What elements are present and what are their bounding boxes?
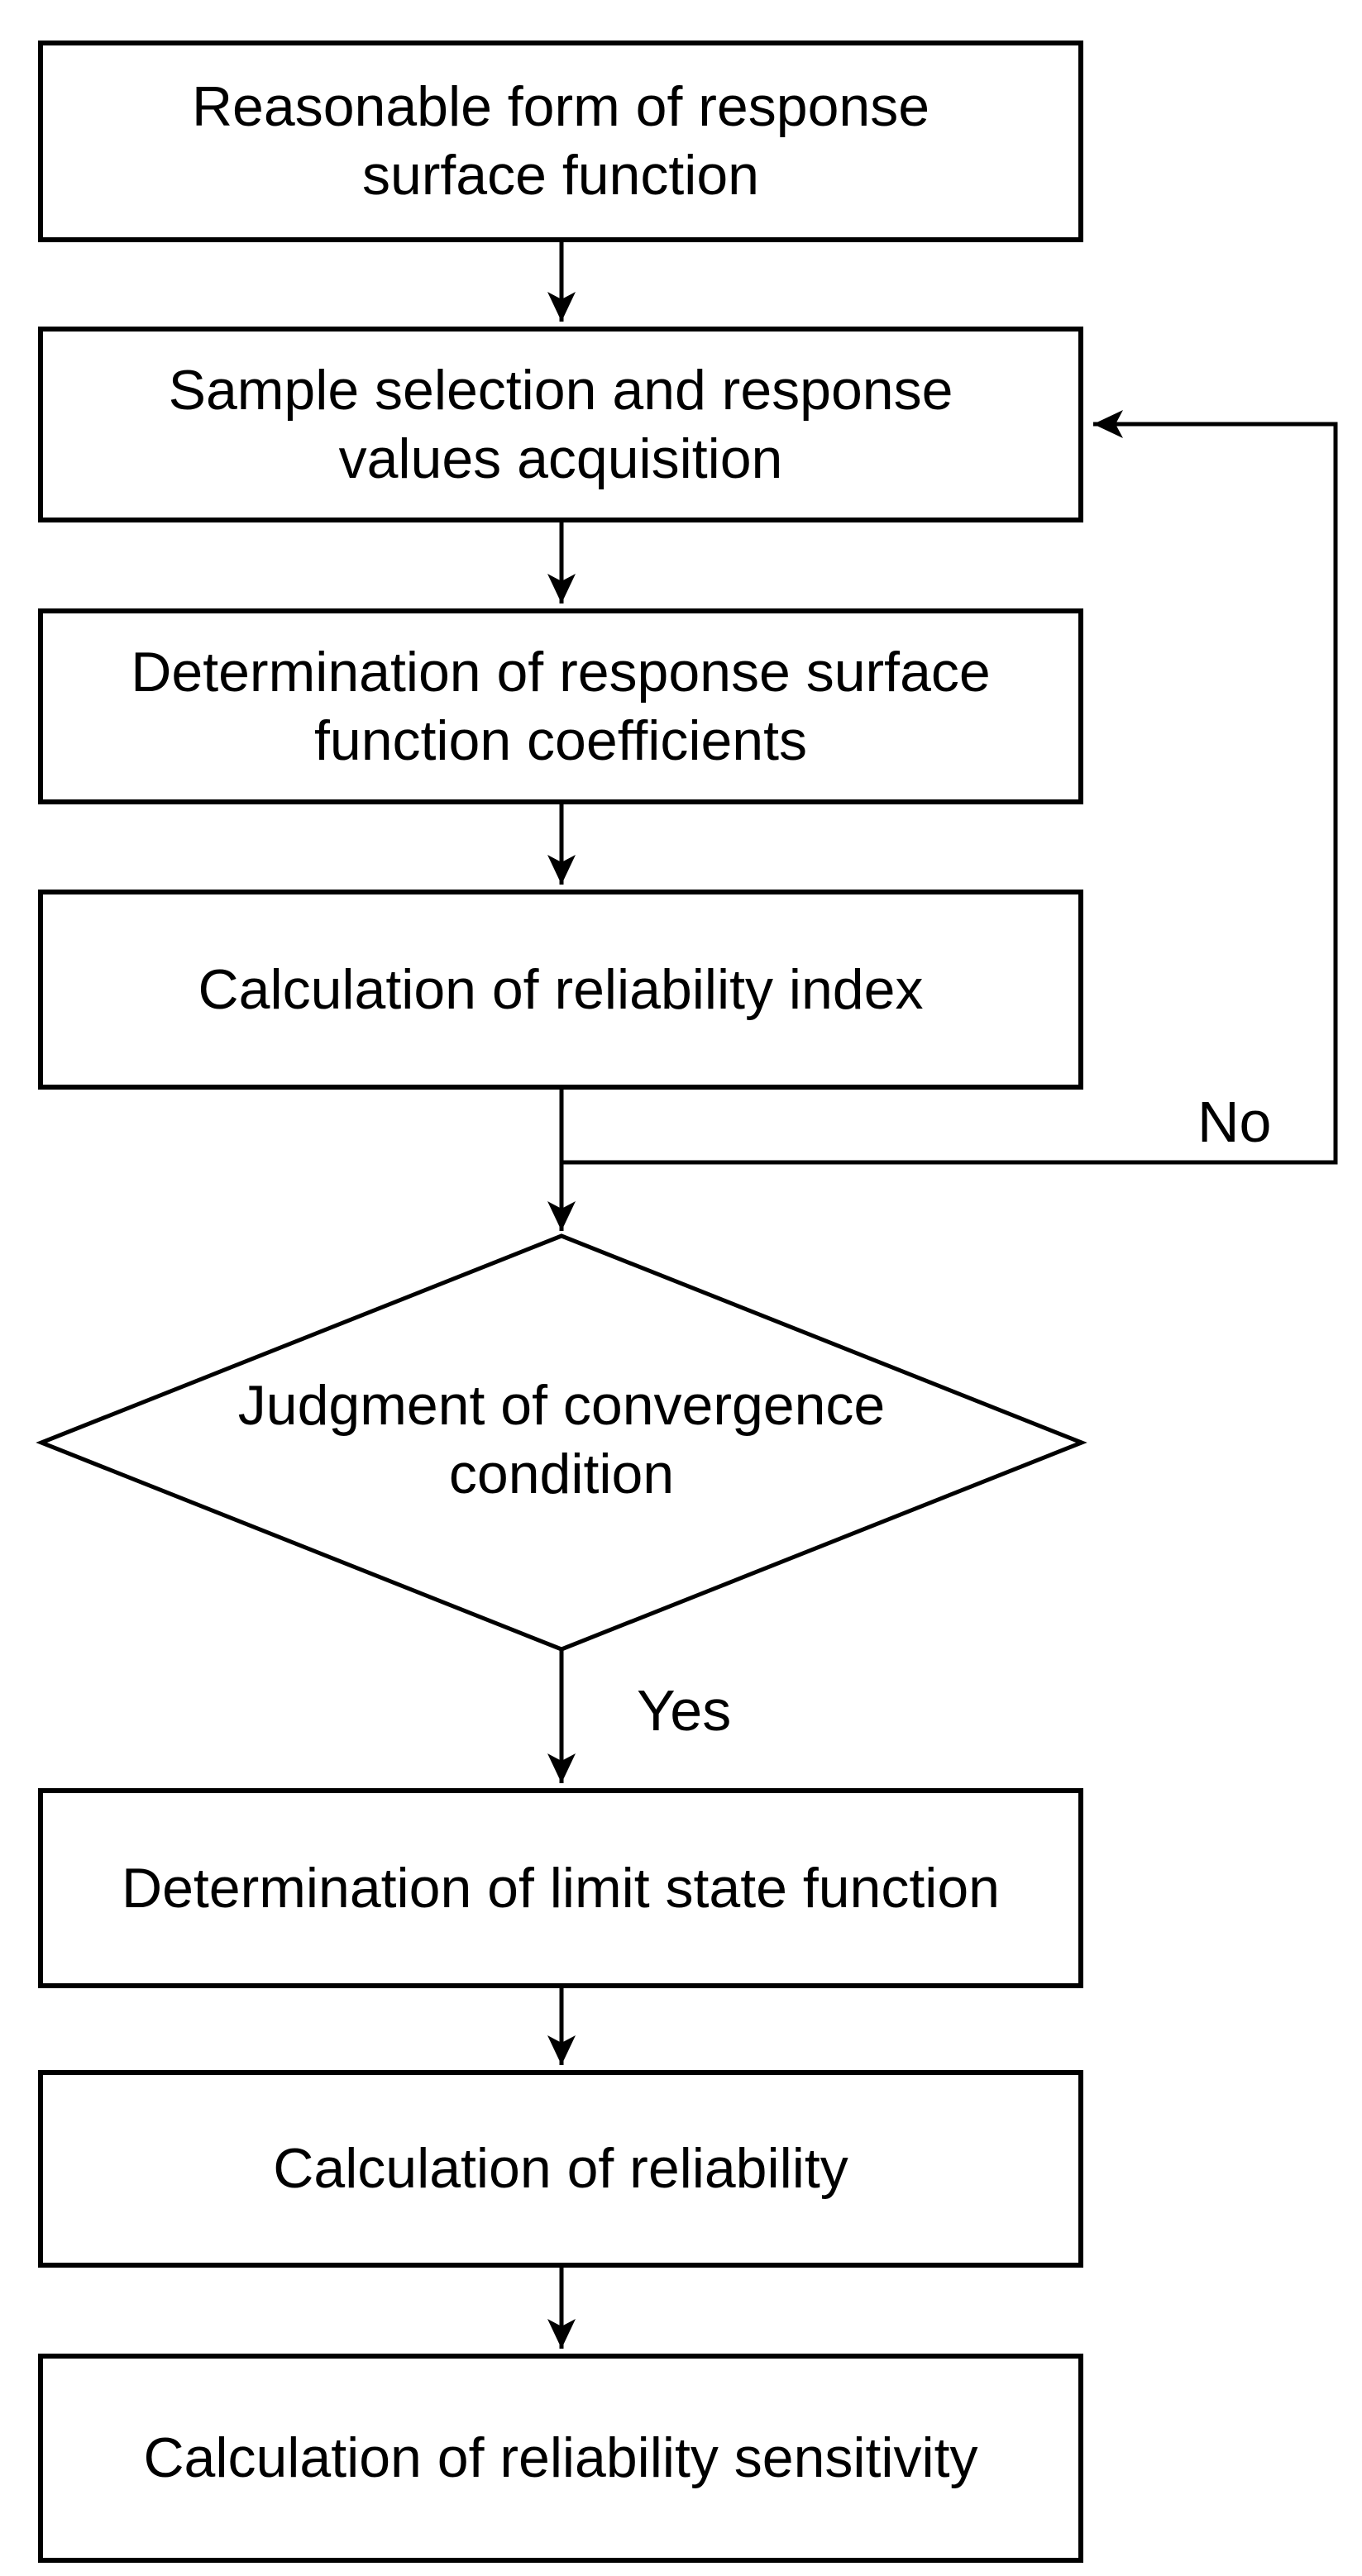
node-calc-reliability-index: Calculation of reliability index — [38, 890, 1083, 1090]
edge-no-loop — [562, 410, 1338, 1165]
node-determine-coefficients: Determination of response surface functi… — [38, 608, 1083, 804]
edge-label-yes: Yes — [637, 1678, 732, 1743]
edge-label-no: No — [1197, 1090, 1272, 1154]
node-calc-reliability-sensitivity: Calculation of reliability sensitivity — [38, 2354, 1083, 2563]
node-judgment-convergence-label: Judgment of convergence condition — [237, 1374, 886, 1505]
node-sample-selection: Sample selection and response values acq… — [38, 327, 1083, 522]
node-reasonable-form: Reasonable form of response surface func… — [38, 41, 1083, 242]
node-determine-limit-state: Determination of limit state function — [38, 1788, 1083, 1988]
node-calc-reliability: Calculation of reliability — [38, 2070, 1083, 2268]
